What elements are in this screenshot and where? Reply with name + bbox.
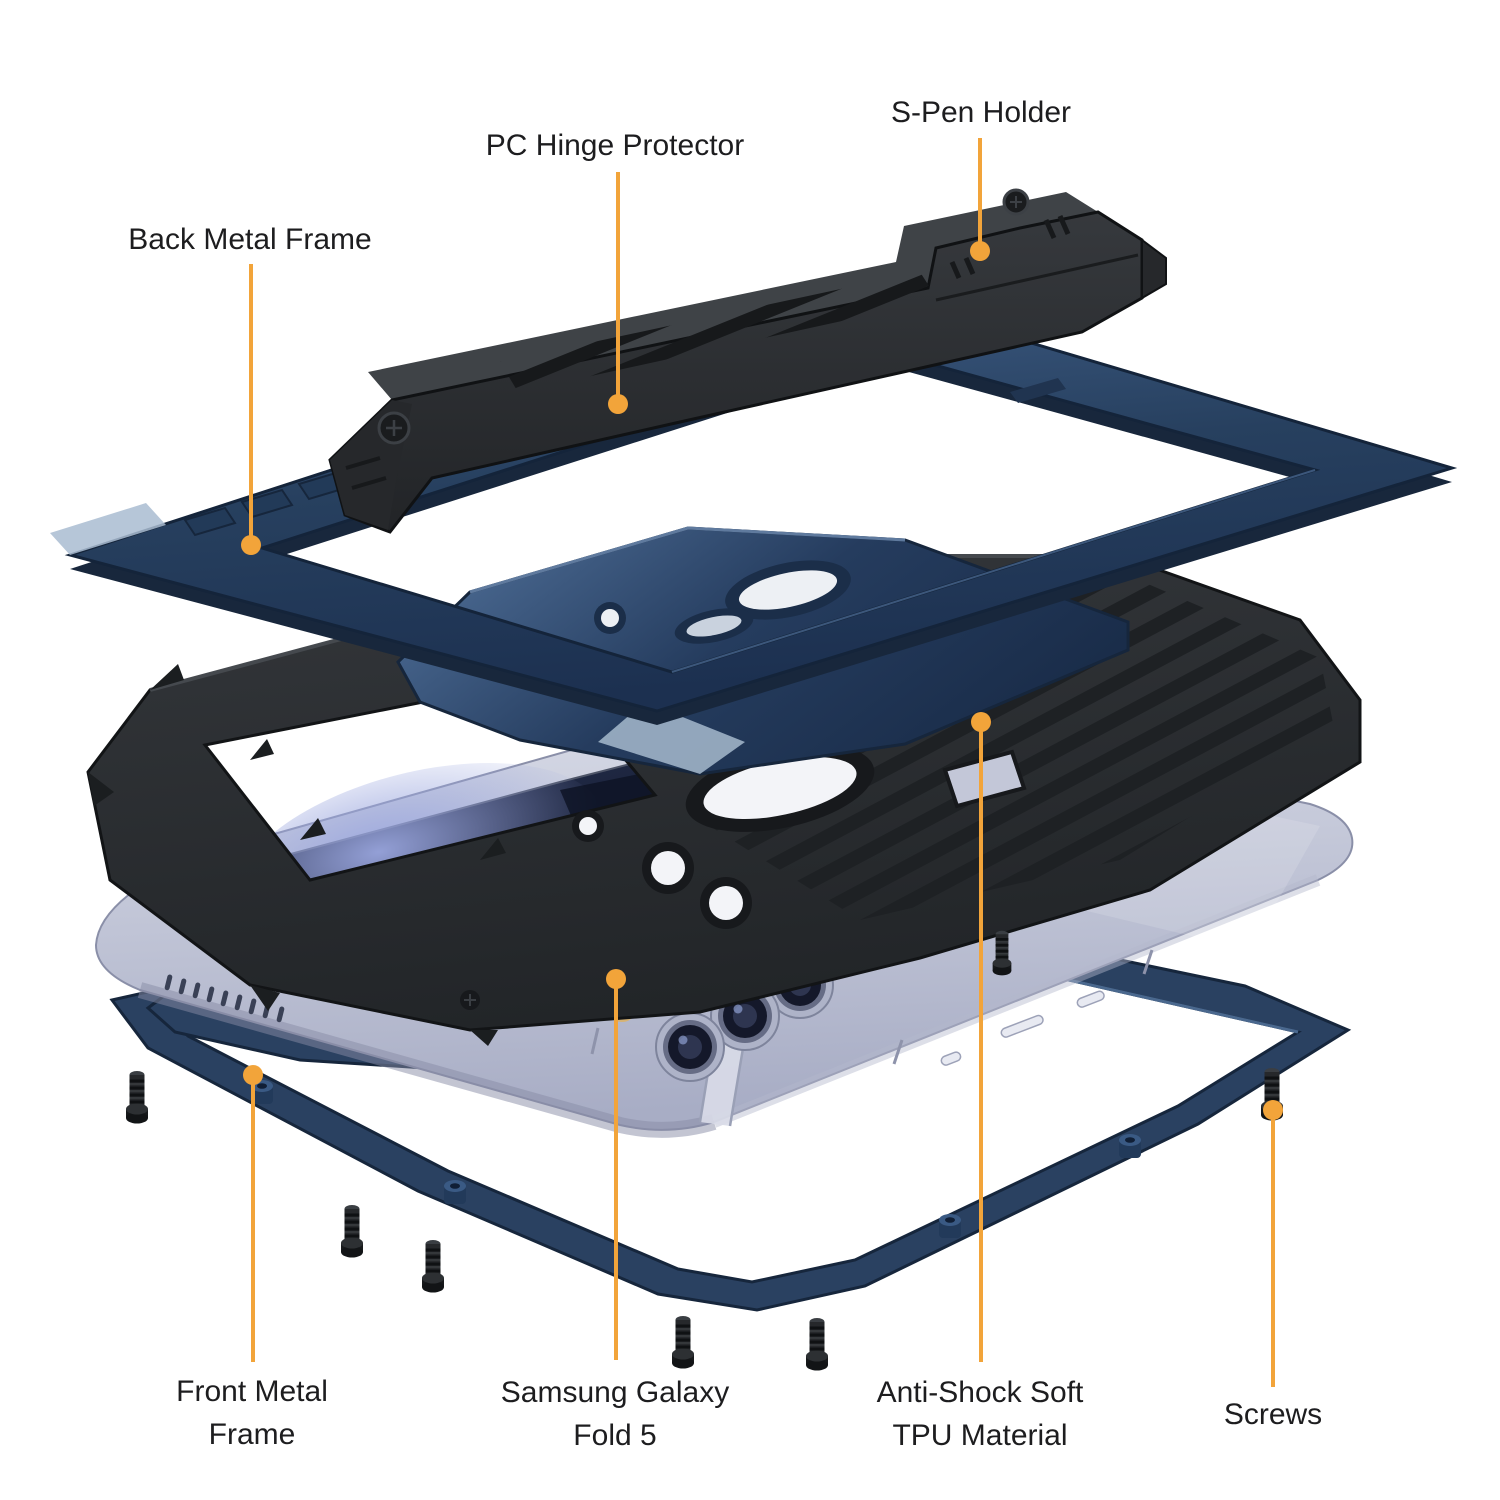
spen-tip-facet <box>1141 238 1167 300</box>
leader-back-metal-frame-dot <box>241 535 261 555</box>
screw <box>420 1238 446 1294</box>
leader-lines <box>249 138 1275 1387</box>
screw <box>670 1314 696 1370</box>
leader-pc-hinge-dot <box>608 394 628 414</box>
bar-top-face <box>368 192 1098 400</box>
phone-edge-shade-left <box>137 982 717 1138</box>
tpu-screw-mark <box>460 990 480 1010</box>
callout-line: S-Pen Holder <box>890 96 1072 129</box>
screw <box>124 1069 150 1125</box>
back-frame-corner-bevel <box>50 503 166 555</box>
side-buttons <box>940 990 1105 1066</box>
callout-s-pen-holder: S-Pen Holder <box>891 91 1071 134</box>
part-back-metal-frame <box>50 293 1458 725</box>
leader-samsung-dot <box>606 969 626 989</box>
callout-screws: Screws <box>1224 1393 1322 1436</box>
callout-line: PC Hinge Protector <box>485 129 745 162</box>
bar-screw-right <box>1002 188 1030 216</box>
spen-seam <box>935 253 1139 302</box>
callout-line: Frame <box>208 1418 296 1451</box>
screw <box>339 1203 365 1259</box>
bar-vents <box>500 272 938 392</box>
callout-samsung-galaxy-fold-5: Samsung Galaxy Fold 5 <box>501 1371 729 1457</box>
callout-line: TPU Material <box>892 1419 1068 1452</box>
plate-bevel <box>598 702 745 774</box>
callout-front-metal-frame: Front Metal Frame <box>176 1370 328 1456</box>
callout-line: Anti-Shock Soft <box>876 1376 1084 1409</box>
phone-edge-shade-right <box>711 874 1321 1128</box>
callout-line: Front Metal <box>176 1375 328 1408</box>
callout-anti-shock-tpu: Anti-Shock Soft TPU Material <box>877 1371 1084 1457</box>
screw <box>804 1316 830 1372</box>
leader-tpu-dot <box>971 712 991 732</box>
callout-line: Samsung Galaxy <box>500 1376 730 1409</box>
leader-dots <box>241 241 1283 1120</box>
callout-line: Fold 5 <box>573 1419 657 1452</box>
callout-back-metal-frame: Back Metal Frame <box>128 218 371 261</box>
part-hinge-protector-spen-holder <box>328 188 1167 534</box>
speaker-grille <box>164 974 285 1023</box>
plate-top-highlight <box>469 526 906 594</box>
leader-front-metal-frame-dot <box>243 1065 263 1085</box>
callout-line: Screws <box>1223 1398 1323 1431</box>
plate-camera-openings <box>594 560 851 644</box>
leader-screws-dot <box>1263 1100 1283 1120</box>
bar-foot-ribs <box>345 456 387 490</box>
callout-pc-hinge-protector: PC Hinge Protector <box>486 124 744 167</box>
leader-s-pen-dot <box>970 241 990 261</box>
bar-screw-left <box>377 411 411 445</box>
tpu-camera-cutouts <box>572 744 875 929</box>
spen-tick-marks <box>949 214 1071 280</box>
callout-line: Back Metal Frame <box>128 223 372 256</box>
back-frame-inner-highlight <box>671 469 1316 673</box>
tpu-port-hole <box>942 749 1027 809</box>
